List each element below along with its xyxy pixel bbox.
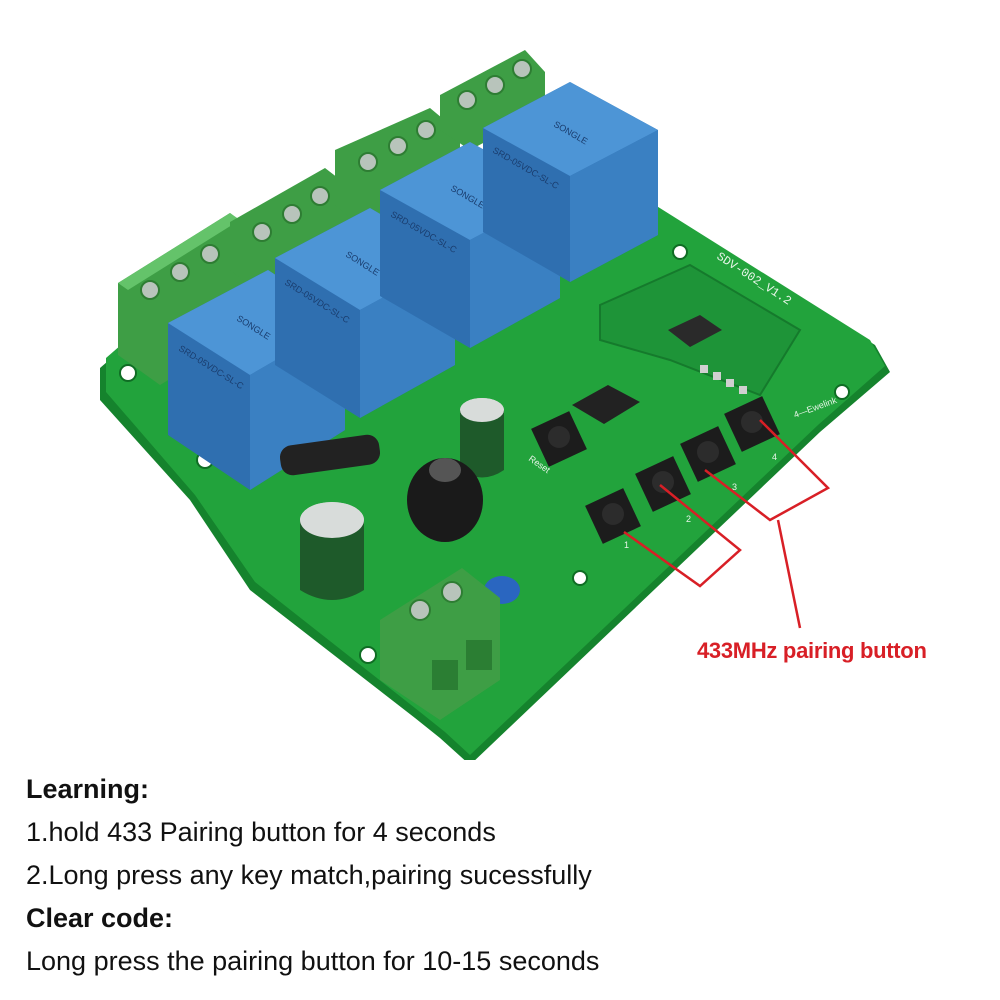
learning-step-2: 2.Long press any key match,pairing suces… (26, 860, 592, 890)
pairing-button-callout: 433MHz pairing button (697, 638, 927, 663)
instructions: Learning: 1.hold 433 Pairing button for … (26, 768, 976, 983)
button-4: 4 (724, 396, 780, 462)
components: Reset 4—Ewelink (279, 385, 838, 720)
button-3: 3 (680, 426, 737, 492)
button-reset (531, 411, 587, 467)
button-4-number: 4 (772, 452, 777, 462)
pairing-buttons: 1 2 3 4 (531, 396, 780, 550)
clear-code-text: Long press the pairing button for 10-15 … (26, 946, 600, 976)
button-2-number: 2 (686, 514, 691, 524)
button-1: 1 (585, 488, 641, 550)
relay-4: SONGLE SRD-05VDC-SL-C (483, 82, 658, 282)
learning-step-1: 1.hold 433 Pairing button for 4 seconds (26, 817, 496, 847)
button-1-number: 1 (624, 540, 629, 550)
callout-lines (623, 419, 831, 629)
clear-code-heading: Clear code: (26, 903, 174, 933)
button-3-number: 3 (732, 482, 737, 492)
learning-heading: Learning: (26, 774, 150, 804)
relay-board-photo: SONGLE SRD-05VDC-SL-C SONGLE SRD-05VDC-S… (100, 50, 890, 760)
relays: SONGLE SRD-05VDC-SL-C SONGLE SRD-05VDC-S… (168, 82, 658, 490)
